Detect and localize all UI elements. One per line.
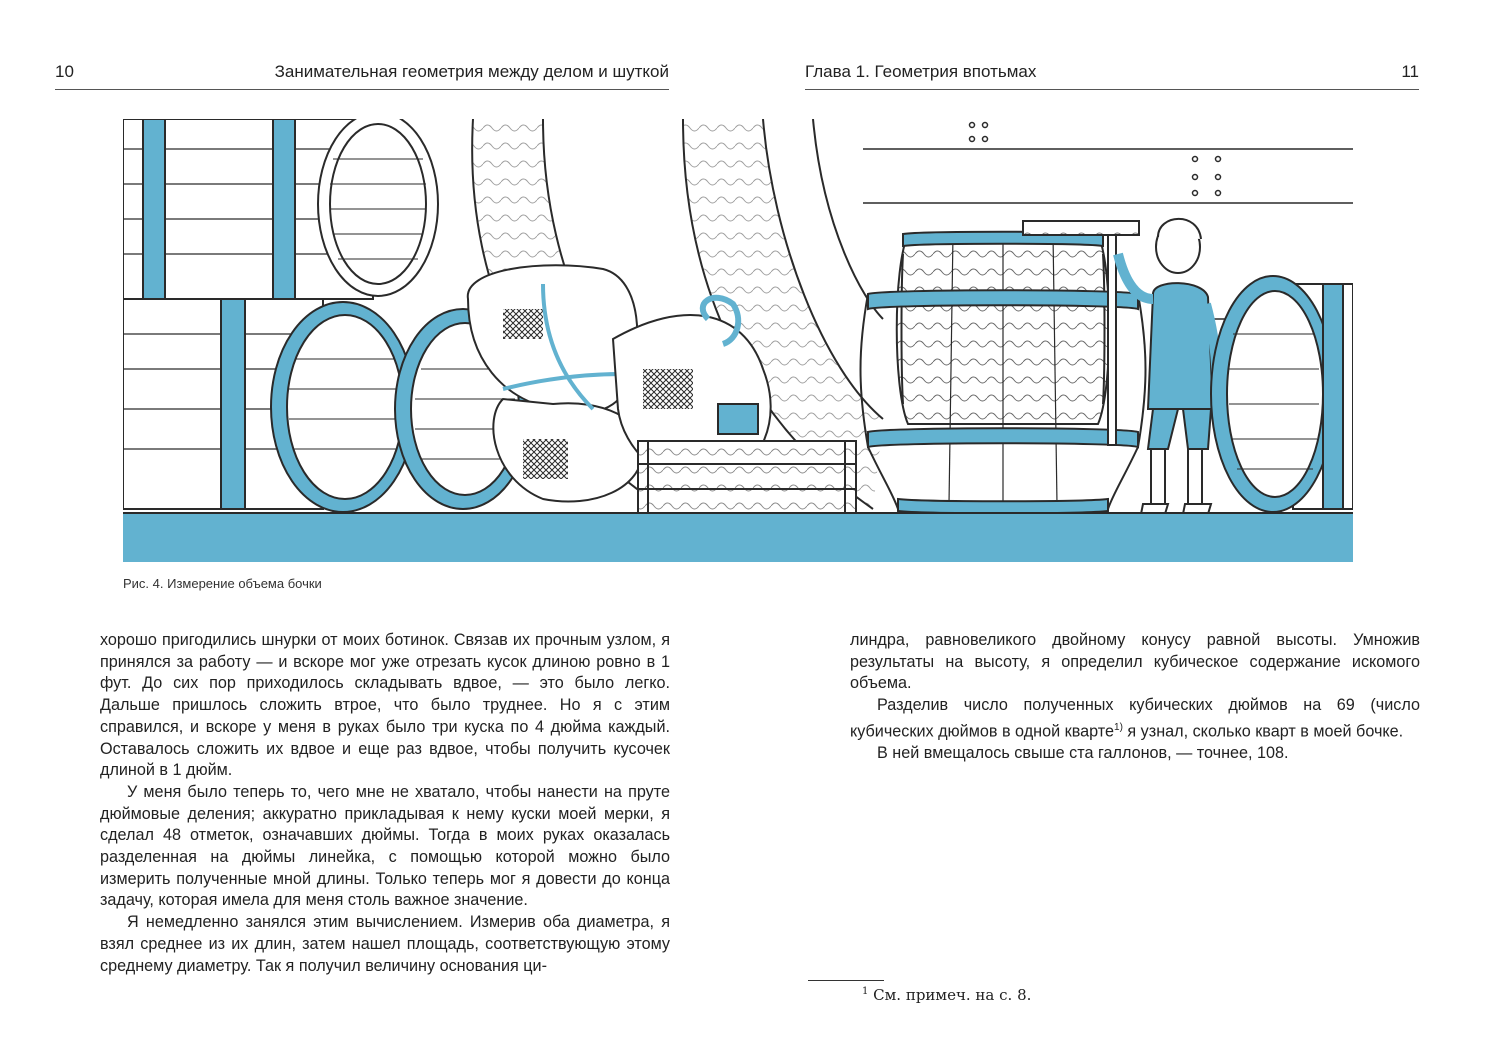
right-page-body: линдра, равновеликого двойному конусу ра…	[850, 630, 1420, 765]
header-rule	[805, 89, 1419, 90]
figure-caption: Рис. 4. Измерение объема бочки	[123, 576, 322, 591]
footnote-marker: 1	[862, 986, 869, 997]
paragraph: Я немедленно занялся этим вычислением. И…	[100, 913, 670, 975]
paragraph-text: я узнал, сколько кварт в моей бочке.	[1122, 722, 1404, 741]
left-page-body: хорошо пригодились шнурки от моих ботино…	[100, 630, 670, 977]
footnote-text: См. примеч. на с. 8.	[873, 986, 1032, 1004]
footnote-rule	[808, 980, 884, 981]
paragraph-text: Разделив число полученных кубических дюй…	[850, 696, 1420, 741]
left-page-number: 10	[55, 62, 74, 81]
right-running-header: Глава 1. Геометрия впотьмах 11	[805, 62, 1419, 90]
left-header-title: Занимательная геометрия между делом и шу…	[274, 62, 669, 81]
paragraph: Разделив число полученных кубических дюй…	[850, 695, 1420, 743]
paragraph: У меня было теперь то, чего мне не хвата…	[100, 782, 670, 910]
left-running-header: 10 Занимательная геометрия между делом и…	[55, 62, 669, 90]
barrel-illustration	[123, 119, 1353, 562]
paragraph: В ней вмещалось свыше ста галлонов, — то…	[877, 743, 1289, 762]
footnote: 1 См. примеч. на с. 8.	[862, 986, 1031, 1004]
paragraph: линдра, равновеликого двойному конусу ра…	[850, 631, 1420, 693]
paragraph: хорошо пригодились шнурки от моих ботино…	[100, 631, 670, 780]
right-header-title: Глава 1. Геометрия впотьмах	[805, 62, 1037, 81]
footnote-reference[interactable]: 1)	[1114, 721, 1123, 733]
right-page-number: 11	[1401, 62, 1419, 81]
header-rule	[55, 89, 669, 90]
